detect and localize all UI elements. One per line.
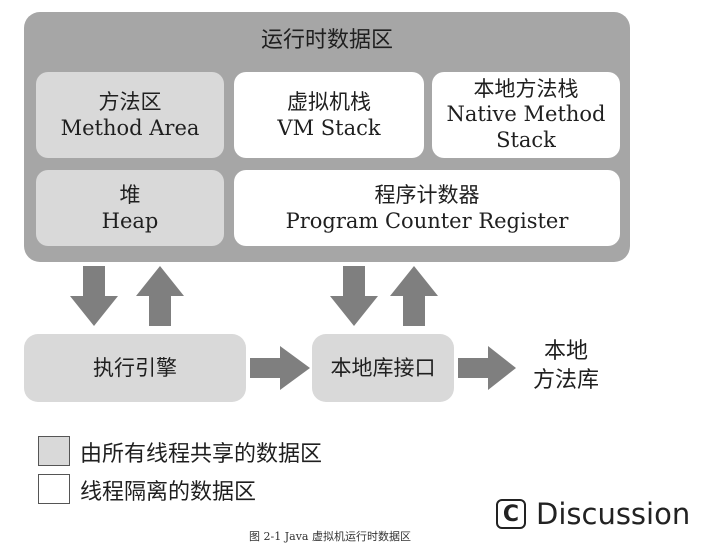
runtime-data-area-title: 运行时数据区 [260, 28, 393, 53]
method-area-label-en: Method Area [60, 116, 200, 140]
heap-label-cn: 堆 [119, 182, 141, 207]
copyright-c-icon: C [496, 499, 526, 529]
native-method-library-line1: 本地 [543, 339, 588, 364]
legend-isolated-label: 线程隔离的数据区 [80, 480, 257, 505]
vm-stack-label-en: VM Stack [277, 116, 381, 140]
nlib-up-arrow [390, 266, 438, 326]
pc-register-label-cn: 程序计数器 [374, 182, 480, 207]
native-method-stack-label-en-2: Stack [496, 127, 556, 152]
vm-stack-label-cn: 虚拟机栈 [287, 89, 371, 114]
native-method-library-line2: 方法库 [532, 367, 599, 393]
heap-label-en: Heap [101, 209, 159, 233]
discussion-text: Discussion [536, 497, 691, 531]
native-library-interface-box: 本地库接口 [312, 334, 454, 402]
legend-shared-swatch [38, 436, 70, 466]
pc-register-box: 程序计数器 Program Counter Register [234, 170, 620, 246]
engine-down-arrow [70, 266, 118, 326]
figure-caption: 图 2-1 Java 虚拟机运行时数据区 [249, 530, 411, 543]
nlib-to-native-lib-arrow [458, 346, 516, 390]
discussion-watermark: C Discussion [496, 494, 690, 534]
engine-to-nlib-arrow [250, 346, 310, 390]
method-area-label-cn: 方法区 [98, 89, 162, 114]
execution-engine-label: 执行引擎 [93, 355, 177, 380]
execution-engine-box: 执行引擎 [24, 334, 246, 402]
native-library-interface-label: 本地库接口 [330, 355, 436, 380]
engine-up-arrow [136, 266, 184, 326]
heap-box: 堆 Heap [36, 170, 224, 246]
legend-shared-label: 由所有线程共享的数据区 [80, 442, 323, 467]
vm-stack-box: 虚拟机栈 VM Stack [234, 72, 424, 158]
legend-isolated-swatch [38, 474, 70, 504]
pc-register-label-en: Program Counter Register [285, 209, 569, 233]
native-method-stack-label-en-1: Native Method [446, 102, 606, 127]
native-method-stack-label-cn: 本地方法栈 [473, 77, 579, 102]
native-method-library: 本地 方法库 [516, 338, 616, 395]
method-area-box: 方法区 Method Area [36, 72, 224, 158]
native-method-stack-box: 本地方法栈 Native Method Stack [432, 72, 620, 158]
nlib-down-arrow [330, 266, 378, 326]
